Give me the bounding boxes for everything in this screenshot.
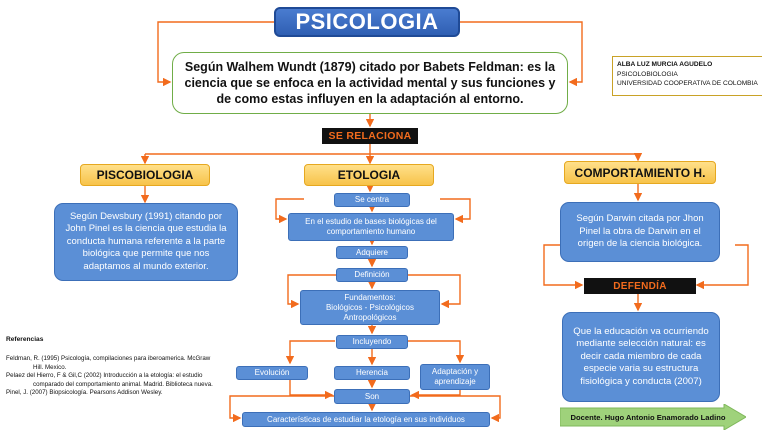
etologia-herencia: Herencia <box>334 366 410 380</box>
psicobiologia-header: PISCOBIOLOGIA <box>80 164 210 186</box>
psicobiologia-card: Según Dewsbury (1991) citando por John P… <box>54 203 238 281</box>
reference-item: Pelaez del Hierro, F & Gil,C (2002) Intr… <box>6 372 213 388</box>
references-title: Referencias <box>6 336 44 343</box>
definition-box: Según Walhem Wundt (1879) citado por Bab… <box>172 52 568 114</box>
etologia-header: ETOLOGIA <box>304 164 434 186</box>
page-title: PSICOLOGIA <box>274 7 460 37</box>
author-university: UNIVERSIDAD COOPERATIVA DE COLOMBIA <box>617 80 758 87</box>
etologia-estudio: En el estudio de bases biológicas del co… <box>288 213 454 241</box>
references: Referencias Feldman, R. (1995) Psicologí… <box>6 336 216 397</box>
etologia-fundamentos: Fundamentos: Biológicos - Psicológicos A… <box>300 290 440 325</box>
relation-label: SE RELACIONA <box>322 128 418 144</box>
docente-label: Docente. Hugo Antonio Enamorado Ladino <box>570 412 726 422</box>
author-subject: PSICOLOBIOLOGIA <box>617 70 678 78</box>
defense-text: Que la educación va ocurriendo mediante … <box>573 325 709 387</box>
etologia-incluyendo: Incluyendo <box>336 335 408 349</box>
defense-card: Que la educación va ocurriendo mediante … <box>562 312 720 402</box>
arrow-shape <box>560 404 746 430</box>
etologia-caracteristicas: Características de estudiar la etología … <box>242 412 490 427</box>
comportamiento-card: Según Darwin citada por Jhon Pinel la ob… <box>560 202 720 262</box>
etologia-se-centra: Se centra <box>334 193 410 207</box>
comportamiento-header: COMPORTAMIENTO H. <box>564 161 716 184</box>
reference-item: Feldman, R. (1995) Psicología, compilaci… <box>6 355 211 371</box>
docente-arrow: Docente. Hugo Antonio Enamorado Ladino <box>560 404 746 430</box>
etologia-adquiere: Adquiere <box>336 246 408 259</box>
author-box: ALBA LUZ MURCIA AGUDELO PSICOLOBIOLOGIA … <box>612 56 762 96</box>
author-name: ALBA LUZ MURCIA AGUDELO <box>617 61 713 68</box>
etologia-evolucion: Evolución <box>236 366 308 380</box>
reference-item: Pinel, J. (2007) Biopsicología. Pearsons… <box>6 389 163 397</box>
etologia-adaptacion: Adaptación y aprendizaje <box>420 364 490 390</box>
defendia-label: DEFENDÍA <box>584 278 696 294</box>
comportamiento-text: Según Darwin citada por Jhon Pinel la ob… <box>576 213 704 250</box>
definition-text: Según Walhem Wundt (1879) citado por Bab… <box>184 60 556 106</box>
etologia-son: Son <box>334 389 410 404</box>
psicobiologia-text: Según Dewsbury (1991) citando por John P… <box>65 210 227 272</box>
etologia-definicion: Definición <box>336 268 408 282</box>
